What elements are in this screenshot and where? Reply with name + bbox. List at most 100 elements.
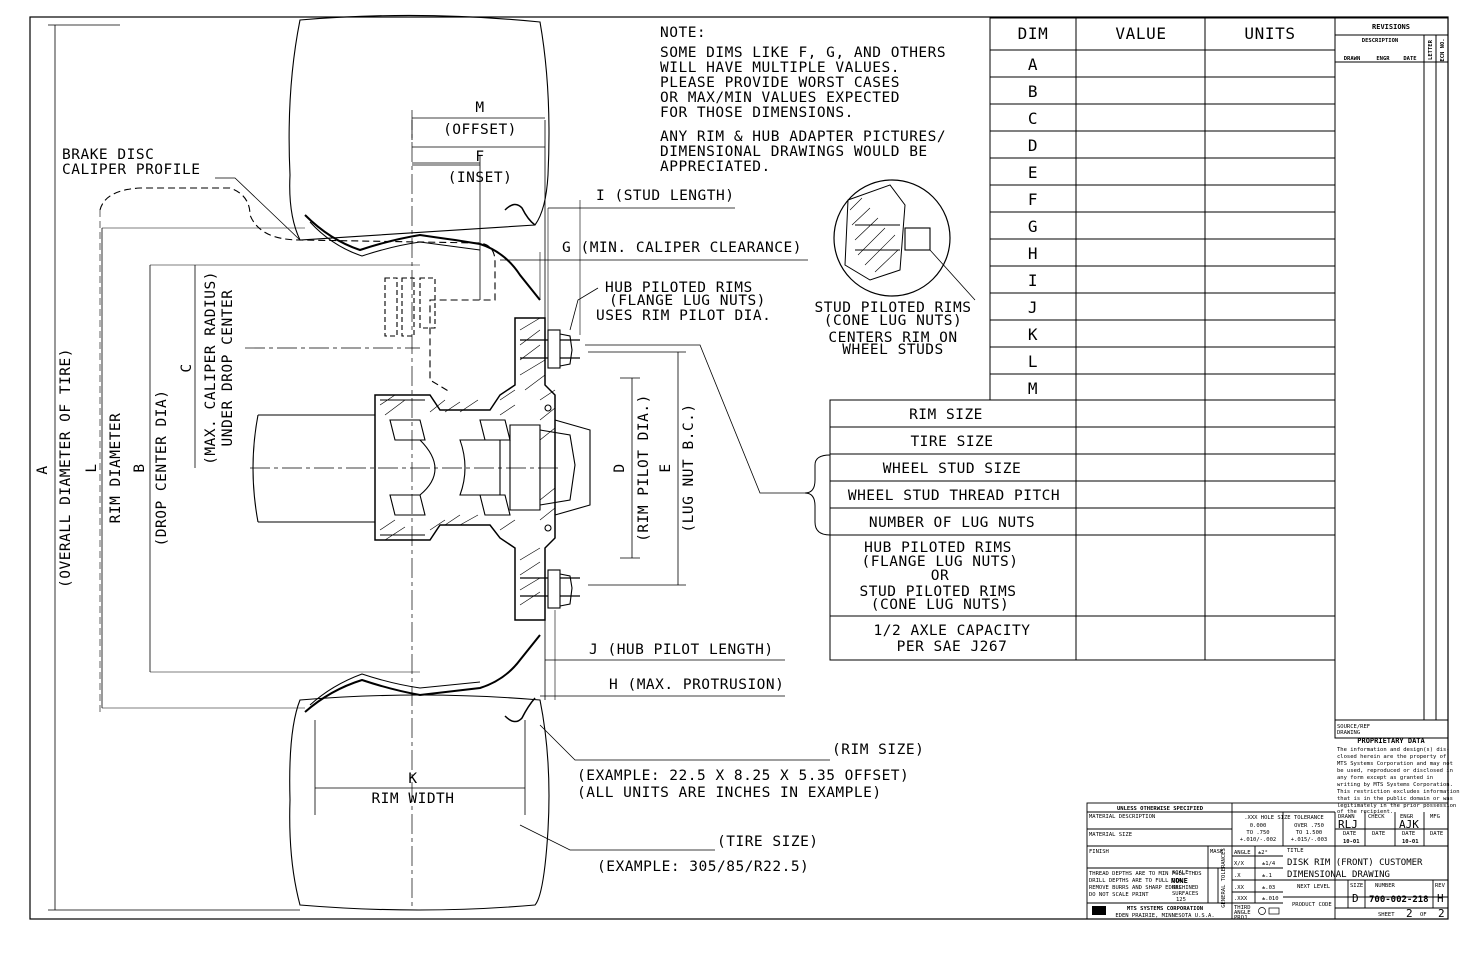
machined-value: 125: [1176, 897, 1186, 903]
label-k: K: [408, 771, 417, 787]
proprietary-line: that is in the public domain or was: [1337, 796, 1453, 802]
label-rim-units: (ALL UNITS ARE INCHES IN EXAMPLE): [577, 785, 882, 801]
title-label: TITLE: [1287, 848, 1304, 854]
header-dim: DIM: [1018, 24, 1049, 43]
label-d-letter: D: [612, 463, 628, 472]
unless-specified: UNLESS OTHERWISE SPECIFIED: [1117, 806, 1204, 812]
proprietary-line: writing by MTS Systems Corporation.: [1337, 782, 1453, 788]
label-caliper-profile: CALIPER PROFILE: [62, 162, 200, 178]
spec-table: [829, 399, 1336, 661]
label-centers-rim: CENTERS RIM ON: [828, 330, 957, 346]
dim-row-lines: [990, 76, 1335, 375]
label-m: M: [475, 100, 484, 116]
product-code-label: PRODUCT CODE: [1292, 902, 1332, 908]
revisions-ecn: ECN NO.: [1440, 38, 1446, 61]
note-line: OR MAX/MIN VALUES EXPECTED: [660, 90, 900, 106]
label-rim-size: (RIM SIZE): [832, 742, 924, 758]
title-block-text: UNLESS OTHERWISE SPECIFIED MATERIAL DESC…: [1089, 806, 1446, 921]
label-flange-lug: (FLANGE LUG NUTS): [609, 293, 766, 309]
hole-range: TO 1.500: [1296, 830, 1323, 836]
third-angle: ANGLE: [1234, 910, 1251, 916]
number-label: NUMBER: [1375, 883, 1396, 889]
label-d: (RIM PILOT DIA.): [636, 394, 652, 542]
proprietary-line: any form except as granted in: [1337, 775, 1433, 781]
dim-letter-d: D: [1028, 136, 1038, 155]
label-rim-example: (EXAMPLE: 22.5 X 8.25 X 5.35 OFFSET): [577, 768, 909, 784]
proprietary-block: SOURCE/REF DRAWING PROPRIETARY DATA The …: [1337, 724, 1460, 815]
material-size: MATERIAL SIZE: [1089, 832, 1132, 838]
tol-value: ±.03: [1262, 885, 1275, 891]
label-c2: UNDER DROP CENTER: [220, 290, 236, 447]
sheet-total: 2: [1438, 907, 1445, 920]
label-e-letter: E: [658, 463, 674, 472]
dim-letter-b: B: [1028, 82, 1038, 101]
header-units: UNITS: [1244, 24, 1295, 43]
hole-tolerance: .XXX HOLE SIZE TOLERANCE: [1244, 815, 1323, 821]
dim-letter-f: F: [1028, 190, 1038, 209]
spec-hub-piloted: HUB PILOTED RIMS: [864, 540, 1012, 556]
drawing-labels: BRAKE DISC CALIPER PROFILE M (OFFSET) F …: [35, 100, 971, 875]
tol-key: X/X: [1234, 861, 1245, 867]
label-rim-pilot: USES RIM PILOT DIA.: [596, 308, 771, 324]
spec-tire-size: TIRE SIZE: [910, 434, 993, 450]
next-level-label: NEXT LEVEL: [1297, 884, 1331, 890]
third-angle: THIRD: [1234, 905, 1251, 911]
dim-letter-i: I: [1028, 271, 1038, 290]
label-cone-lug: (CONE LUG NUTS): [824, 313, 962, 329]
title-block-lines: [1086, 802, 1449, 920]
proprietary-line: MTS Systems Corporation and may not: [1337, 761, 1453, 767]
label-wheel-studs: WHEEL STUDS: [842, 342, 944, 358]
note-line: APPRECIATED.: [660, 159, 771, 175]
projection-symbol-cone: [1268, 907, 1280, 915]
finish-label: FINISH: [1089, 849, 1109, 855]
label-l-letter: L: [84, 463, 100, 472]
projection-symbol: [1258, 907, 1266, 915]
size-value: D: [1352, 892, 1359, 905]
spec-or: OR: [931, 568, 949, 584]
company-address: EDEN PRAIRIE, MINNESOTA U.S.A.: [1115, 913, 1214, 919]
date-label: DATE: [1343, 831, 1356, 837]
material-description: MATERIAL DESCRIPTION: [1089, 814, 1155, 820]
dim-letter-g: G: [1028, 217, 1038, 236]
label-tire-size: (TIRE SIZE): [717, 834, 819, 850]
drawn-label: DRAWN: [1338, 814, 1355, 820]
hole-range: TO .750: [1246, 830, 1269, 836]
engr-by: AJK: [1399, 818, 1419, 831]
spec-axle-capacity: 1/2 AXLE CAPACITY: [874, 623, 1031, 639]
tol-key: .XXX: [1234, 896, 1248, 902]
label-b-letter: B: [132, 463, 148, 472]
date-label: DATE: [1430, 831, 1443, 837]
note-line: PLEASE PROVIDE WORST CASES: [660, 75, 900, 91]
label-inset: (INSET): [448, 170, 513, 186]
revisions-block: [1334, 17, 1449, 739]
label-stud-piloted: STUD PILOTED RIMS: [815, 300, 972, 316]
drawing-subtitle: DIMENSIONAL DRAWING: [1287, 870, 1390, 880]
tol-value: ±2°: [1258, 850, 1268, 856]
hole-range: +.010/-.002: [1240, 837, 1276, 843]
check-label: CHECK: [1368, 814, 1385, 820]
of-label: OF: [1420, 912, 1427, 918]
label-c1: (MAX. CALIPER RADIUS): [203, 271, 219, 465]
machined-label: MACHINED: [1172, 885, 1199, 891]
tb-note: THREAD DEPTHS ARE TO MIN FULL THDS: [1089, 871, 1202, 877]
tol-key: ANGLE: [1234, 850, 1251, 856]
dim-table-headers: DIM VALUE UNITS: [1018, 24, 1295, 43]
hole-range: +.015/-.003: [1291, 837, 1327, 843]
sheet-label: SHEET: [1378, 912, 1395, 918]
label-a: (OVERALL DIAMETER OF TIRE): [58, 348, 74, 588]
tol-value: ±.1: [1262, 873, 1272, 879]
engr-label: ENGR: [1400, 814, 1414, 820]
label-rim-width: RIM WIDTH: [371, 791, 454, 807]
dim-letter-k: K: [1028, 325, 1038, 344]
label-b: (DROP CENTER DIA): [154, 390, 170, 547]
proprietary-line: This restriction excludes information: [1337, 789, 1460, 795]
spec-rim-size: RIM SIZE: [909, 407, 983, 423]
spec-stud-size: WHEEL STUD SIZE: [883, 461, 1021, 477]
sheet-number: 2: [1406, 907, 1413, 920]
scale-label: SCALE: [1172, 870, 1189, 876]
dim-letter-a: A: [1028, 55, 1038, 74]
mask-label: MASK: [1210, 849, 1224, 855]
source-ref: SOURCE/REF: [1337, 724, 1370, 730]
note-line: ANY RIM & HUB ADAPTER PICTURES/: [660, 129, 946, 145]
